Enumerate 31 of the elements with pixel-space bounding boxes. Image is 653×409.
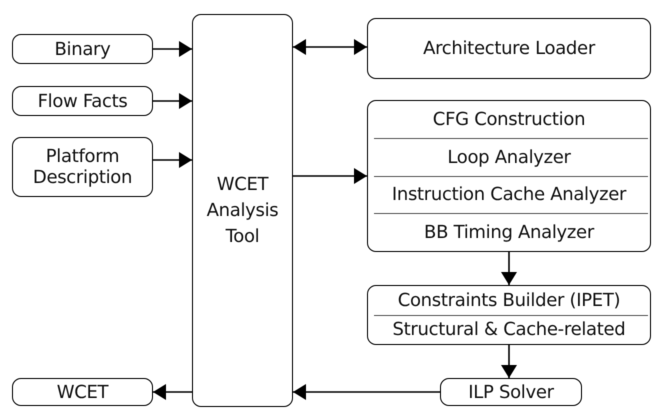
arrow bbox=[293, 39, 367, 55]
module-stack-box bbox=[367, 100, 651, 252]
node-label: CFG Construction bbox=[432, 108, 586, 130]
arrow bbox=[501, 345, 517, 378]
node-label: Platform Description bbox=[32, 146, 134, 188]
rounded-box bbox=[12, 137, 153, 197]
arrow bbox=[153, 93, 192, 109]
rounded-box bbox=[12, 378, 153, 406]
rounded-box bbox=[12, 86, 153, 116]
node-label: WCET Analysis Tool bbox=[206, 172, 280, 248]
node-label: Constraints Builder (IPET) bbox=[398, 290, 620, 311]
rounded-box bbox=[12, 34, 153, 64]
arrow bbox=[153, 384, 192, 400]
node-label: Loop Analyzer bbox=[447, 146, 571, 168]
module-stack-box bbox=[367, 285, 651, 345]
arrow bbox=[293, 384, 440, 400]
rounded-box bbox=[192, 14, 293, 407]
rounded-box bbox=[367, 18, 651, 79]
node-label: Flow Facts bbox=[36, 90, 128, 112]
rounded-box bbox=[440, 378, 582, 406]
node-label: Architecture Loader bbox=[422, 38, 596, 59]
node-label: ILP Solver bbox=[467, 382, 555, 402]
arrow bbox=[153, 152, 192, 168]
arrow bbox=[293, 168, 367, 184]
arrow bbox=[153, 41, 192, 57]
node-label: WCET bbox=[56, 382, 110, 402]
node-label: Structural & Cache-related bbox=[392, 319, 626, 340]
arrow bbox=[501, 252, 517, 285]
node-label: Binary bbox=[53, 38, 112, 60]
node-label: Instruction Cache Analyzer bbox=[392, 184, 626, 206]
node-label: BB Timing Analyzer bbox=[424, 222, 594, 244]
